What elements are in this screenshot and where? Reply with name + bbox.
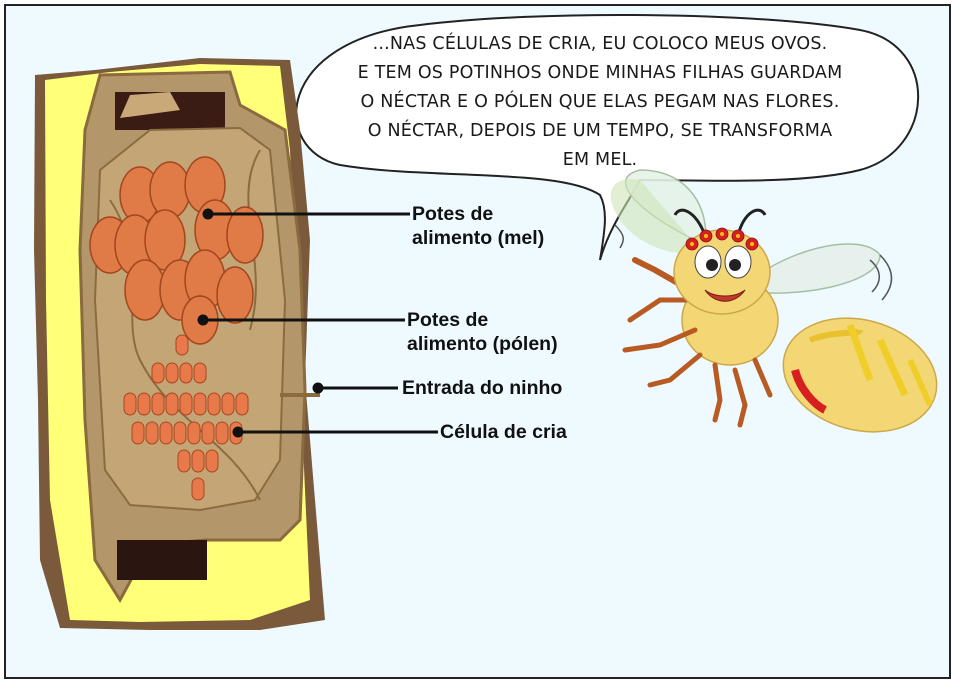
label-line: Potes de [407,309,489,331]
label-nest-entrance: Entrada do ninho [402,377,563,399]
label-pollen-pots: Potes de alimento (pólen) [407,308,558,356]
speech-line: ...NAS CÉLULAS DE CRIA, EU COLOCO MEUS O… [372,34,828,54]
speech-bubble-text: ...NAS CÉLULAS DE CRIA, EU COLOCO MEUS O… [300,30,900,175]
label-line: Potes de [412,203,494,225]
label-honey-pots: Potes de alimento (mel) [412,202,544,250]
label-brood-cell: Célula de cria [440,421,567,443]
brood-cells [123,334,249,501]
label-line: alimento (pólen) [407,333,558,355]
honey-pots [89,156,264,345]
bee-character [610,169,938,433]
speech-line: EM MEL. [562,150,638,170]
speech-line: O NÉCTAR E O PÓLEN QUE ELAS PEGAM NAS FL… [360,92,840,112]
label-line: alimento (mel) [412,227,545,249]
leader-lines [197,208,438,438]
speech-line: O NÉCTAR, DEPOIS DE UM TEMPO, SE TRANSFO… [367,121,833,141]
speech-line: E TEM OS POTINHOS ONDE MINHAS FILHAS GUA… [357,63,843,83]
